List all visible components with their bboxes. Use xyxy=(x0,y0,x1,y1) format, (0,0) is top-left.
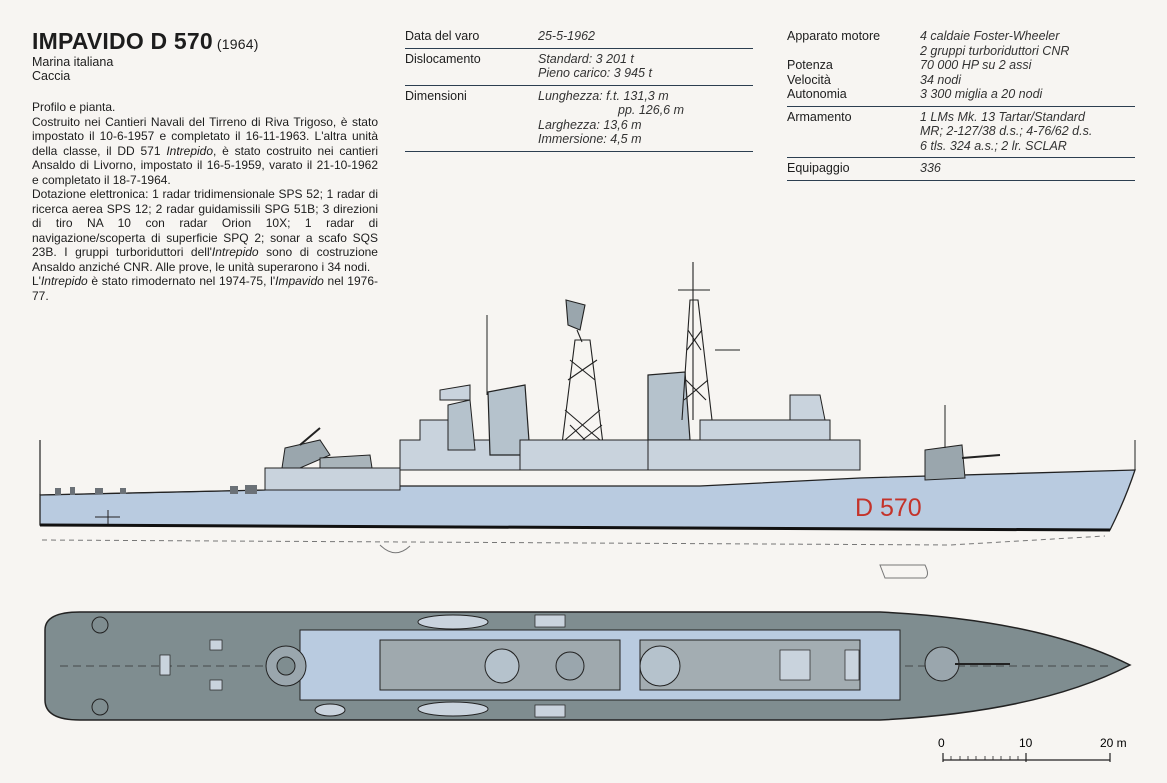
ship-title: IMPAVIDO D 570(1964) xyxy=(32,28,259,54)
description-heading: Profilo e pianta. xyxy=(32,100,116,114)
ship-profile xyxy=(39,262,1136,579)
spec-row-launch: Data del varo 25-5-1962 xyxy=(405,26,753,49)
ship-year: (1964) xyxy=(216,36,259,52)
spec-row-power: Potenza 70 000 HP su 2 assi xyxy=(787,58,1032,72)
description-construction: Costruito nei Cantieri Navali del Tirren… xyxy=(32,114,379,187)
specs-table-left: Data del varo 25-5-1962 Dislocamento Sta… xyxy=(405,26,753,152)
ship-plan xyxy=(44,611,1132,721)
scale-bar: 0 10 20 m xyxy=(938,736,1127,762)
description-text: Profilo e pianta. Costruito nei Cantieri… xyxy=(32,100,378,303)
ship-navy: Marina italiana xyxy=(32,55,114,69)
ship-type: Caccia xyxy=(32,69,71,83)
specs-table-right: Apparato motore 4 caldaie Foster-Wheeler… xyxy=(787,26,1135,181)
title-block: IMPAVIDO D 570(1964) Marina italiana Cac… xyxy=(32,28,382,83)
spec-row-range: Autonomia 3 300 miglia a 20 nodi xyxy=(787,87,1135,107)
spec-row-speed: Velocità 34 nodi xyxy=(787,72,962,87)
spec-row-crew: Equipaggio 336 xyxy=(787,158,1135,181)
hull-number: D 570 xyxy=(855,494,922,522)
scale-label-0: 0 xyxy=(938,736,945,750)
spec-row-dimensions: Dimensioni Lunghezza: f.t. 131,3 m pp. 1… xyxy=(405,86,753,152)
spec-row-propulsion: Apparato motore 4 caldaie Foster-Wheeler… xyxy=(787,29,1070,58)
scale-label-10: 10 xyxy=(1019,736,1033,750)
description-modernization: L'Intrepido è stato rimodernato nel 1974… xyxy=(32,274,378,303)
scale-label-20: 20 m xyxy=(1100,736,1127,750)
description-electronics: Dotazione elettronica: 1 radar tridimens… xyxy=(32,187,378,274)
